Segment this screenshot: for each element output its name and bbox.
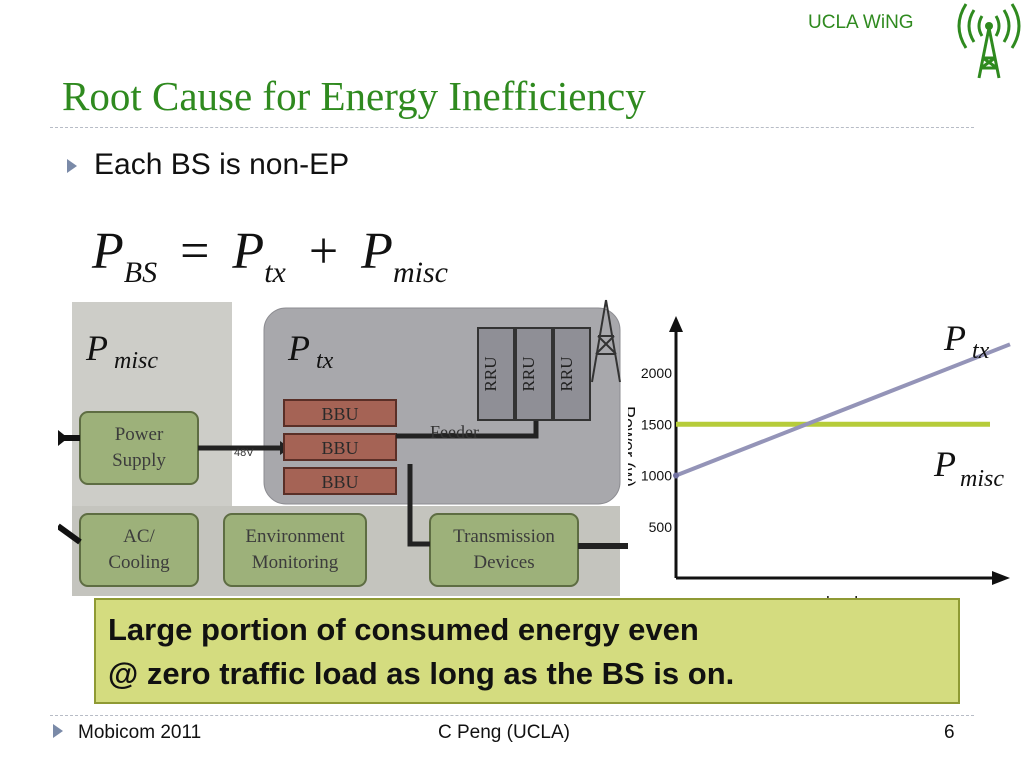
transmission-label-1: Transmission bbox=[453, 526, 555, 547]
tower-icon bbox=[591, 299, 621, 383]
bbu-box-2 bbox=[283, 433, 397, 461]
bbu-box-3 bbox=[283, 467, 397, 495]
footer-divider bbox=[50, 715, 974, 716]
ac-cooling-box bbox=[79, 513, 199, 587]
bbu-label-2: BBU bbox=[321, 438, 358, 458]
eq-lhs-symbol: P bbox=[92, 223, 124, 280]
eq-term2-symbol: P bbox=[361, 223, 393, 280]
x-axis-arrow-icon bbox=[992, 571, 1010, 585]
bullet-item: Each BS is non-EP bbox=[94, 148, 350, 181]
feeder-label: Feeder bbox=[430, 422, 479, 442]
bullet-arrow-icon bbox=[67, 159, 77, 173]
ac-cooling-label-1: AC/ bbox=[123, 526, 155, 547]
rru-label-2: RRU bbox=[519, 357, 538, 392]
eq-term1-subscript: tx bbox=[264, 256, 286, 289]
footer-author: C Peng (UCLA) bbox=[438, 722, 570, 743]
bbu-box-1 bbox=[283, 399, 397, 427]
transmission-box bbox=[429, 513, 579, 587]
power-supply-box bbox=[79, 411, 199, 485]
logo-text: UCLA WiNG bbox=[808, 12, 914, 33]
y-tick-label: 1500 bbox=[641, 416, 672, 432]
y-axis-label: Power (w) bbox=[628, 406, 638, 487]
ac-cooling-label-2: Cooling bbox=[108, 552, 170, 573]
bbu-label-3: BBU bbox=[321, 472, 358, 492]
base-station-diagram: P misc P tx Power Supply 48V BBU BBU BBU… bbox=[58, 299, 628, 596]
eq-equals: = bbox=[180, 223, 210, 280]
slide-title: Root Cause for Energy Inefficiency bbox=[62, 73, 646, 119]
misc-label-symbol: P bbox=[85, 328, 108, 368]
antenna-logo-icon bbox=[957, 3, 1021, 79]
power-supply-label-1: Power bbox=[115, 424, 164, 445]
eq-term1-symbol: P bbox=[232, 223, 265, 280]
y-tick-label: 1000 bbox=[641, 468, 672, 484]
rru-label-1: RRU bbox=[481, 357, 500, 392]
tx-label-subscript: tx bbox=[316, 348, 334, 374]
rru-box-3 bbox=[553, 327, 591, 421]
y-tick-label: 2000 bbox=[641, 365, 672, 381]
footer-conference: Mobicom 2011 bbox=[78, 722, 202, 743]
power-load-chart: 500 1000 1500 2000 Power (w) load P tx P… bbox=[628, 316, 1011, 612]
tx-label-symbol: P bbox=[287, 328, 310, 368]
page-number: 6 bbox=[944, 722, 955, 743]
series-point-tx bbox=[673, 472, 679, 479]
callout-line-2: @ zero traffic load as long as the BS is… bbox=[108, 656, 735, 691]
transmission-label-2: Devices bbox=[473, 552, 534, 573]
env-monitoring-box bbox=[223, 513, 367, 587]
y-axis-arrow-icon bbox=[669, 316, 683, 332]
bbu-label-1: BBU bbox=[321, 404, 358, 424]
env-monitoring-label-2: Monitoring bbox=[252, 552, 339, 573]
eq-plus: + bbox=[308, 223, 339, 280]
power-supply-label-2: Supply bbox=[112, 450, 166, 471]
tx-series-subscript: tx bbox=[972, 338, 990, 364]
power-equation: PBS = Ptx + Pmisc bbox=[92, 222, 448, 290]
footer-arrow-icon bbox=[53, 724, 63, 738]
series-line-tx bbox=[675, 342, 1011, 478]
callout-box: Large portion of consumed energy even @ … bbox=[94, 598, 960, 704]
callout-line-1: Large portion of consumed energy even bbox=[108, 612, 699, 647]
misc-series-subscript: misc bbox=[960, 466, 1004, 492]
title-divider bbox=[50, 127, 974, 128]
voltage-label: 48V bbox=[234, 447, 254, 459]
misc-series-symbol: P bbox=[933, 444, 956, 484]
env-monitoring-label-1: Environment bbox=[245, 526, 345, 547]
eq-term2-subscript: misc bbox=[392, 256, 448, 289]
y-tick-label: 500 bbox=[649, 519, 673, 535]
rru-box-1 bbox=[477, 327, 515, 421]
eq-lhs-subscript: BS bbox=[123, 256, 158, 289]
rru-label-3: RRU bbox=[557, 357, 576, 392]
tx-series-symbol: P bbox=[943, 318, 966, 358]
misc-label-subscript: misc bbox=[114, 348, 158, 374]
rru-box-2 bbox=[515, 327, 553, 421]
